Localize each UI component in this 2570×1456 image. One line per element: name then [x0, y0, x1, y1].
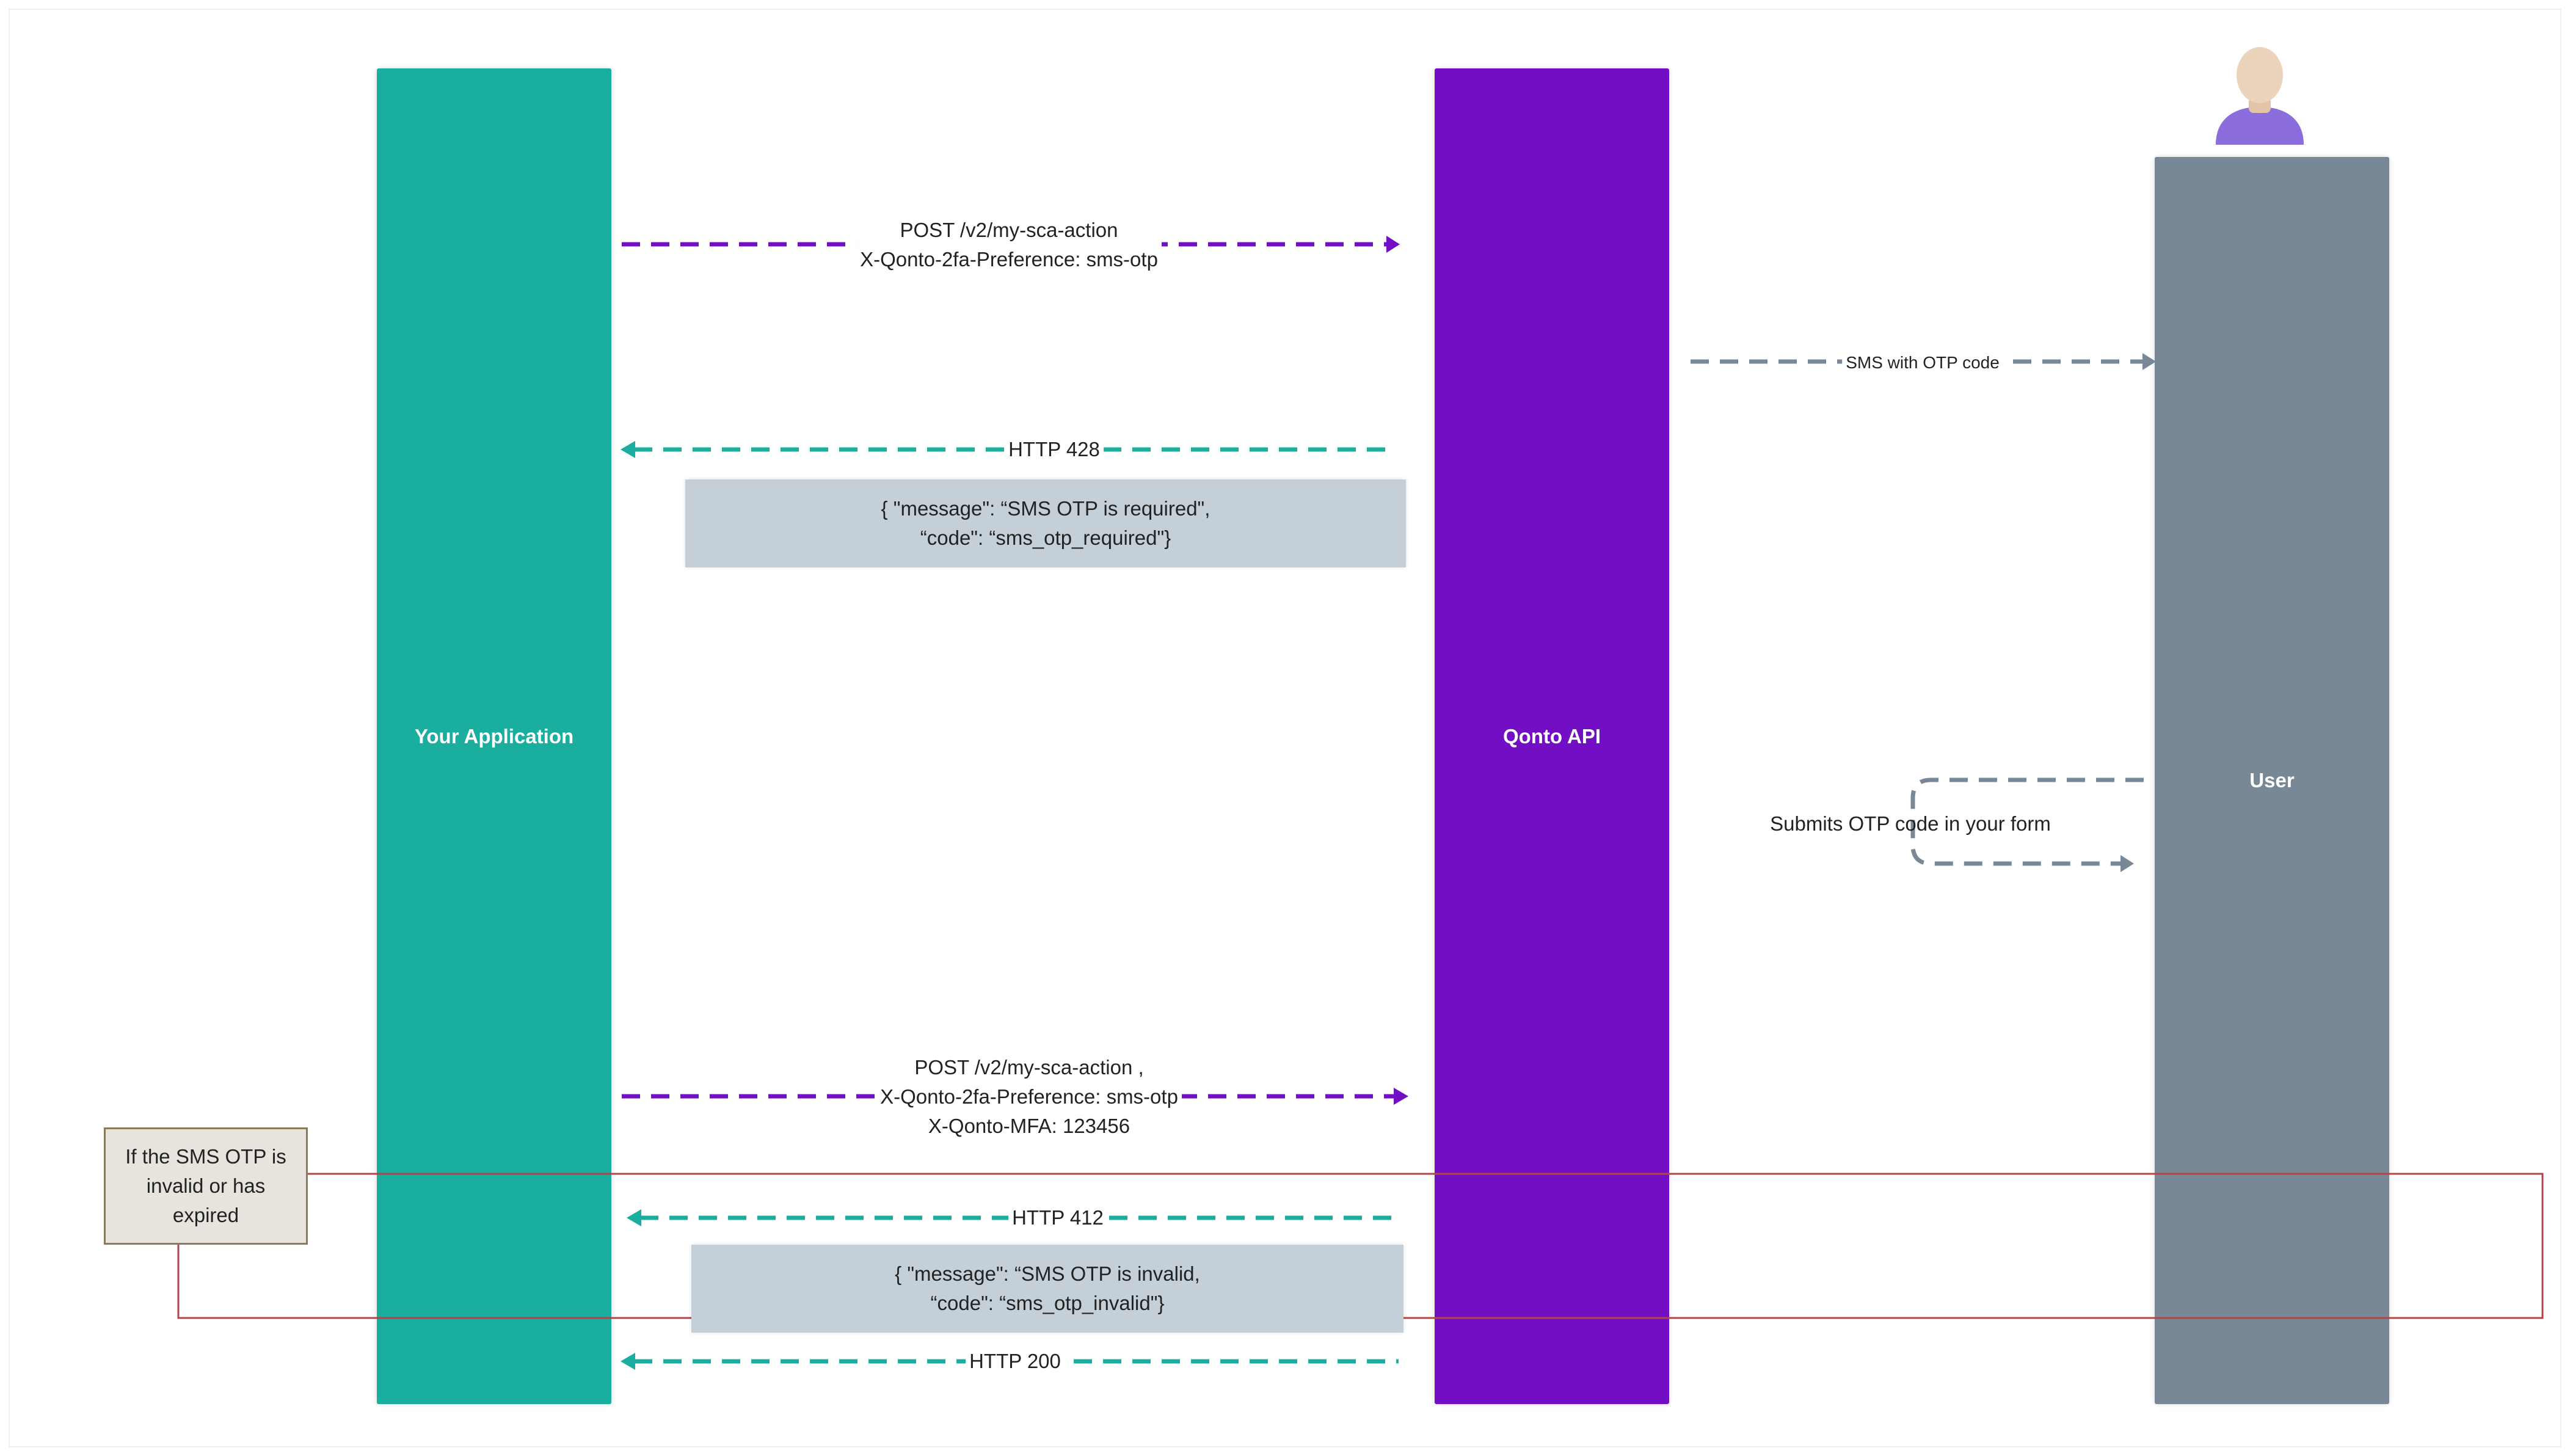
message-post-2-line-3: X-Qonto-MFA: 123456 [928, 1115, 1130, 1137]
message-submit-label: Submits OTP code in your form [1770, 812, 2051, 835]
note-otp-invalid-line-1: { "message": “SMS OTP is invalid, [895, 1262, 1200, 1285]
lane-label-api: Qonto API [1502, 724, 1601, 748]
message-sms-label: SMS with OTP code [1846, 353, 2000, 372]
message-submit: Submits OTP code in your form [1766, 809, 2055, 839]
condition-note-line-2: invalid or has [146, 1174, 266, 1197]
message-http-428-label: HTTP 428 [1008, 438, 1100, 460]
message-http-412-label: HTTP 412 [1012, 1206, 1104, 1229]
message-post-1: POST /v2/my-sca-action X-Qonto-2fa-Prefe… [856, 216, 1162, 274]
message-post-2-line-2: X-Qonto-2fa-Preference: sms-otp [880, 1085, 1178, 1108]
condition-note-line-3: expired [172, 1204, 239, 1226]
condition-note: If the SMS OTP is invalid or has expired [104, 1127, 308, 1245]
lane-your-application: Your Application [377, 68, 611, 1404]
diagram-canvas [9, 9, 2561, 1447]
message-post-2-line-1: POST /v2/my-sca-action , [914, 1056, 1144, 1079]
condition-note-line-1: If the SMS OTP is [125, 1145, 286, 1168]
lane-label-user: User [2249, 769, 2295, 792]
message-http-200: HTTP 200 [966, 1347, 1065, 1376]
message-http-428: HTTP 428 [1005, 435, 1104, 464]
message-post-1-line-1: POST /v2/my-sca-action [900, 219, 1118, 241]
note-otp-invalid-line-2: “code": “sms_otp_invalid"} [930, 1292, 1165, 1314]
user-avatar-icon [2216, 47, 2304, 145]
note-otp-required-line-2: “code": “sms_otp_required"} [920, 526, 1171, 549]
note-otp-invalid: { "message": “SMS OTP is invalid, “code"… [691, 1245, 1403, 1333]
lane-qonto-api: Qonto API [1435, 68, 1669, 1404]
note-otp-required-line-1: { "message": “SMS OTP is required", [881, 497, 1210, 520]
message-sms: SMS with OTP code [1842, 348, 2003, 377]
message-post-2: POST /v2/my-sca-action , X-Qonto-2fa-Pre… [876, 1053, 1182, 1141]
lane-label-app: Your Application [414, 724, 574, 748]
note-otp-required: { "message": “SMS OTP is required", “cod… [685, 479, 1406, 567]
message-http-200-label: HTTP 200 [969, 1350, 1061, 1372]
message-post-1-line-2: X-Qonto-2fa-Preference: sms-otp [860, 248, 1158, 271]
lane-user: User [2155, 157, 2389, 1404]
message-http-412: HTTP 412 [1008, 1203, 1107, 1232]
